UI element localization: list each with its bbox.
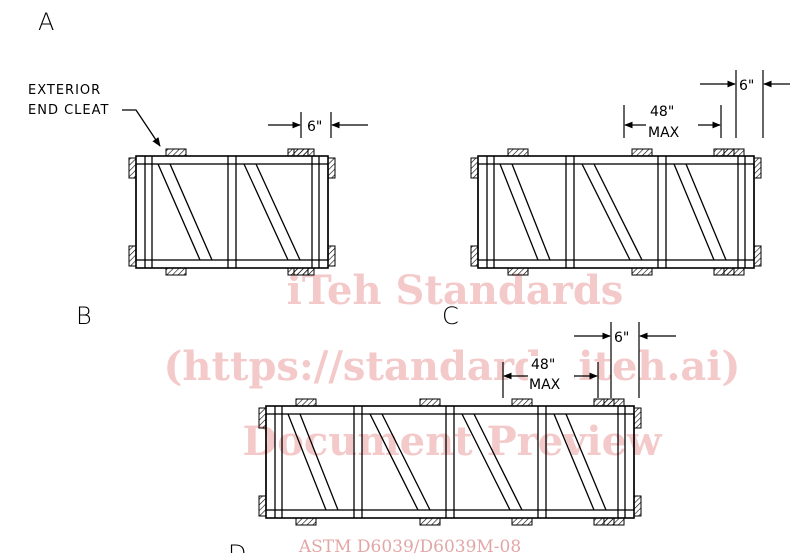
dimension-c-48-label: 48" xyxy=(650,104,674,120)
watermark-line-1: iTeh Standards xyxy=(287,267,624,314)
dimension-c-six-label-mask xyxy=(737,74,762,92)
crate-a-end-cleat-left-bottom xyxy=(128,245,137,267)
crate-b-brace-1-b xyxy=(593,163,643,261)
callout-line-2: END CLEAT xyxy=(28,103,109,118)
crate-a-end-cleat-right-top xyxy=(327,157,336,179)
crate-d-bottom-cleat-0 xyxy=(295,517,317,526)
crate-b-bottom-cleat-0 xyxy=(507,267,529,276)
dimension-c-max-label: MAX xyxy=(648,125,680,141)
crate-d-top-cleat-2 xyxy=(511,398,533,407)
callout-line-1: EXTERIOR xyxy=(28,83,101,98)
crate-d-end-cleat-right-top xyxy=(633,407,642,429)
figure-label-d: D xyxy=(228,540,246,553)
dimension-c-label-mask xyxy=(646,103,698,143)
figure-label-b: B xyxy=(76,302,92,330)
crate-b-brace-0-a xyxy=(499,163,539,261)
crate-a-top-cleat-end xyxy=(287,148,309,157)
crate-b-end-cleat-left-top xyxy=(470,157,479,179)
crate-b-top-cleat-end xyxy=(713,148,735,157)
crate-a-top-cleat-0 xyxy=(165,148,187,157)
watermark-line-2: (https://standards.iteh.ai) xyxy=(164,343,741,390)
crate-group xyxy=(128,148,762,526)
crate-d-inner-frame xyxy=(265,413,635,511)
dimension-d-six-label-mask xyxy=(612,326,638,344)
crate-d-brace-0-b xyxy=(299,413,339,511)
crate-d-end-cleat-left-top xyxy=(258,407,267,429)
callout-leader xyxy=(122,109,161,147)
dimension-d-label-mask xyxy=(528,356,574,394)
dimension-d-max-label: MAX xyxy=(529,377,561,393)
crate-b-inner-frame xyxy=(477,163,755,261)
crate-a-end-cleat-left-top xyxy=(128,157,137,179)
crate-a-brace-0-b xyxy=(169,163,213,261)
crate-a-brace-0-a xyxy=(157,163,201,261)
dimension-d-48-label: 48" xyxy=(531,357,555,373)
dimension-a-six-inch xyxy=(268,112,368,138)
crate-b-end-cleat-left-bottom xyxy=(470,245,479,267)
crate-d-brace-2-a xyxy=(461,413,511,511)
crate-b-brace-0-b xyxy=(511,163,551,261)
figure-label-c: C xyxy=(442,302,459,330)
crate-a-end-cleat-right-bottom xyxy=(327,245,336,267)
crate-d-end-cleat-left-bottom xyxy=(258,495,267,517)
crate-d-bottom-cleat-2 xyxy=(511,517,533,526)
crate-d-brace-0-a xyxy=(287,413,327,511)
figure-label-a: A xyxy=(38,8,54,36)
crate-b-top-cleat-1 xyxy=(631,148,653,157)
crate-a-bottom-cleat-0 xyxy=(165,267,187,276)
crate-a-brace-1-a xyxy=(243,163,289,261)
crate-b-bottom-cleat-1 xyxy=(631,267,653,276)
crate-b-brace-2-b xyxy=(685,163,727,261)
crate-d-brace-1-a xyxy=(369,413,419,511)
crate-d-bottom-cleat-1 xyxy=(419,517,441,526)
crate-b-end-cleat-right-bottom xyxy=(753,245,762,267)
standard-link[interactable]: ASTM D6039/D6039M-08 xyxy=(298,537,521,557)
dimension-c-six-inch-label: 6" xyxy=(739,78,754,94)
crate-d-brace-3-b xyxy=(565,413,607,511)
crate-d-top-cleat-0 xyxy=(295,398,317,407)
crate-b-top-cleat-0 xyxy=(507,148,529,157)
crate-b-brace-2-a xyxy=(673,163,715,261)
crate-a-brace-1-b xyxy=(255,163,301,261)
crate-d-brace-3-a xyxy=(553,413,595,511)
crate-d-brace-2-b xyxy=(473,413,523,511)
dimension-a-six-inch-label: 6" xyxy=(307,119,322,135)
crate-d-brace-1-b xyxy=(381,413,431,511)
crate-b-brace-1-a xyxy=(581,163,631,261)
crate-d-top-cleat-end xyxy=(593,398,615,407)
crate-b-end-cleat-right-top xyxy=(753,157,762,179)
crate-b-bottom-cleat-end xyxy=(713,267,735,276)
dimension-d-six-inch-label: 6" xyxy=(614,330,629,346)
crate-a-bottom-cleat-end xyxy=(287,267,309,276)
crate-d-end-cleat-right-bottom xyxy=(633,495,642,517)
watermark: iTeh Standards (https://standards.iteh.a… xyxy=(164,267,741,465)
exterior-end-cleat-callout: EXTERIOR END CLEAT xyxy=(28,83,161,147)
crate-d-top-cleat-1 xyxy=(419,398,441,407)
crate-d-bottom-cleat-end xyxy=(593,517,615,526)
crate-a-inner-frame xyxy=(135,163,329,261)
crate-a-outer-frame xyxy=(135,155,329,269)
watermark-line-3: Document Preview xyxy=(243,418,664,465)
